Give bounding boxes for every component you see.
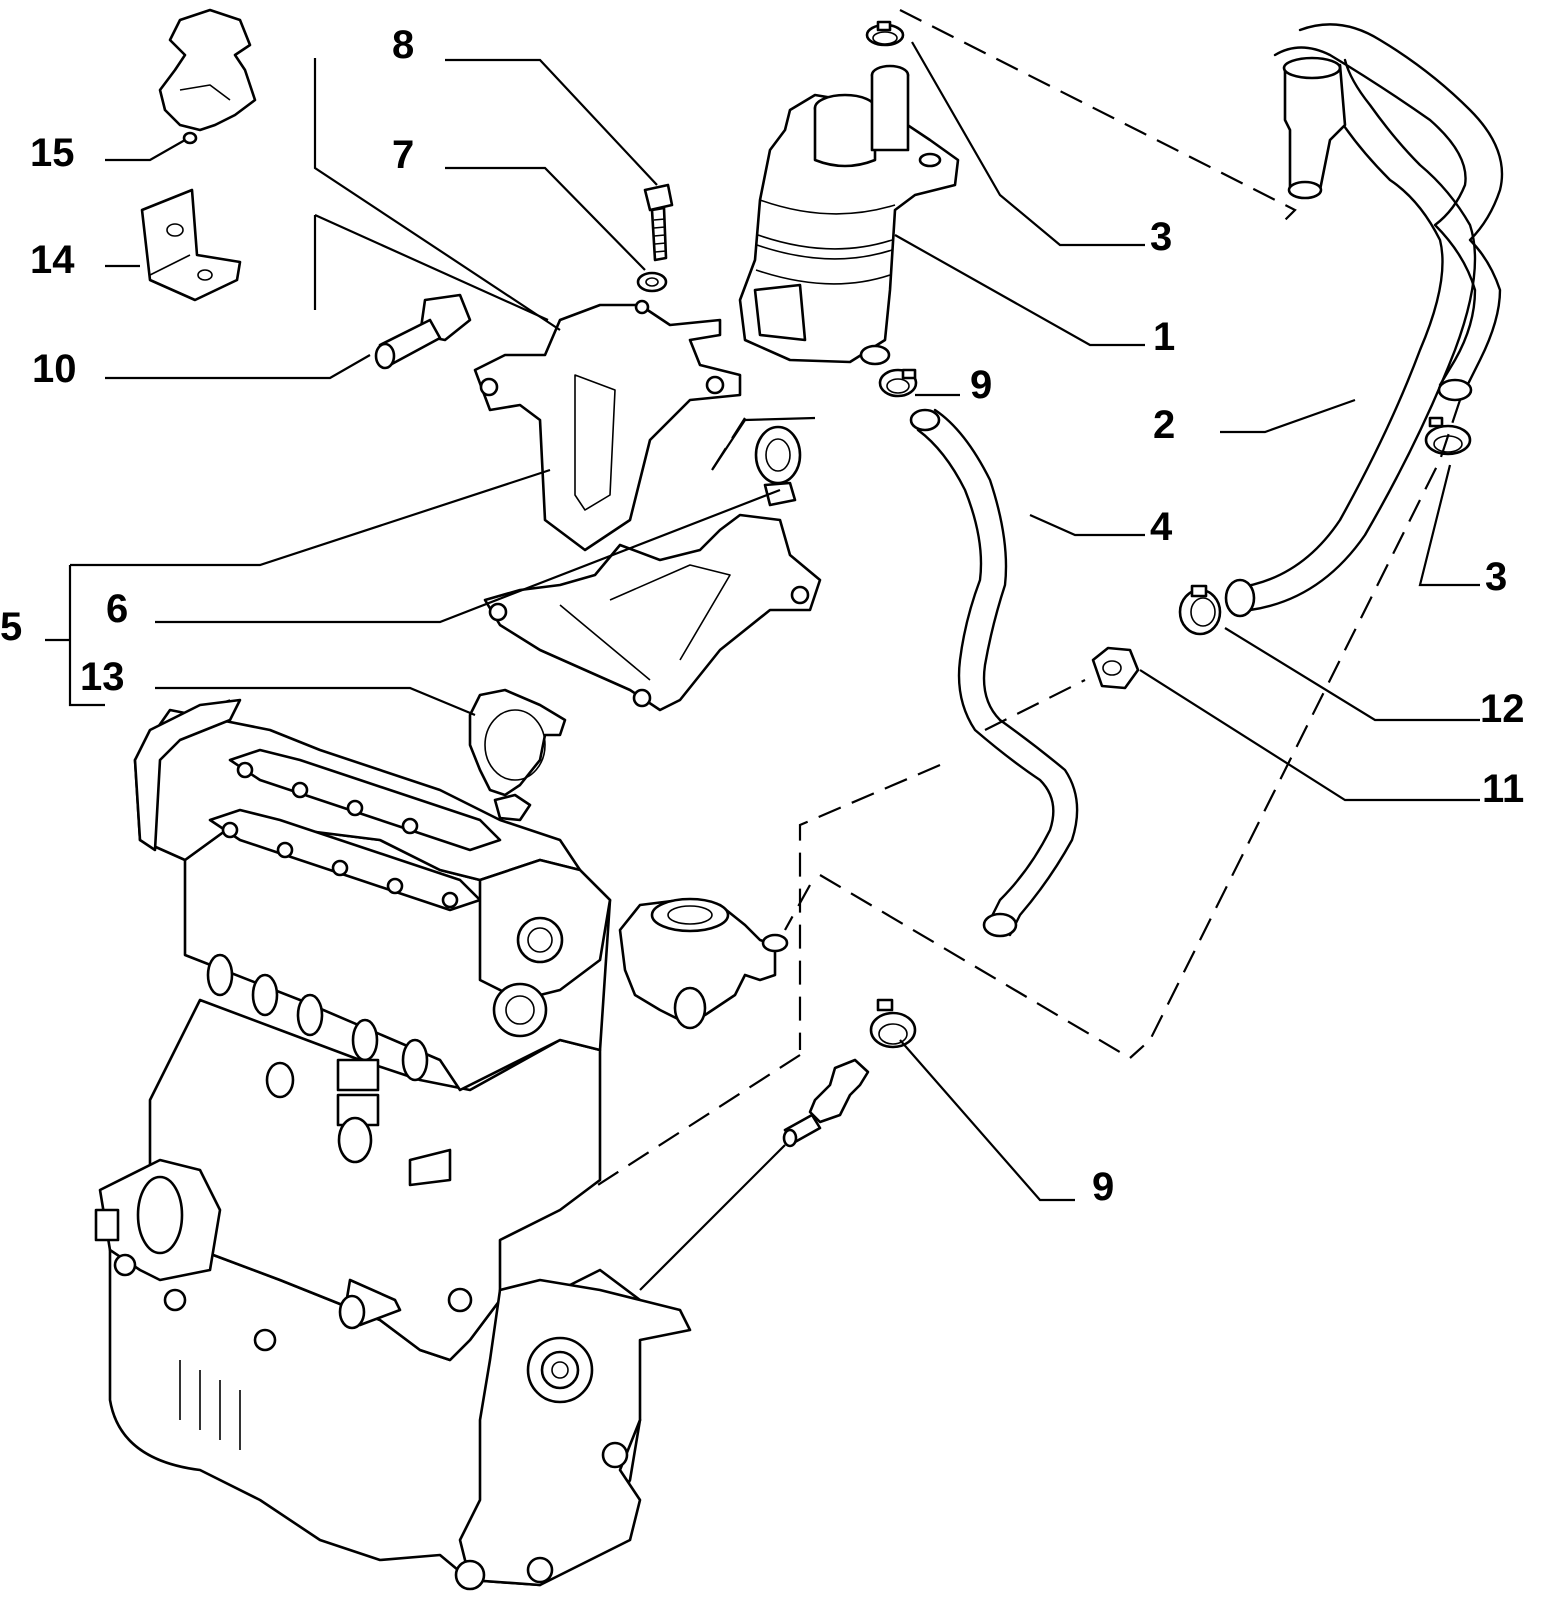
bracket-14 (140, 188, 242, 302)
callout-2: 2 (1153, 403, 1175, 447)
breather-nipple (782, 1058, 870, 1148)
callout-3-top: 3 (1150, 215, 1172, 259)
bolt-8 (643, 183, 674, 262)
callout-15: 15 (30, 131, 75, 175)
hose-2 (1224, 23, 1504, 618)
water-outlet-fitting (618, 897, 789, 1030)
callout-9-top: 9 (970, 363, 992, 407)
callout-6: 6 (106, 587, 128, 631)
clamp-13 (468, 688, 567, 822)
engine-block (94, 698, 692, 1591)
assembly-dashed-lines (589, 9, 1462, 1191)
callout-4: 4 (1150, 505, 1173, 549)
callout-7: 7 (392, 133, 414, 177)
hose-clamp-12 (1178, 584, 1222, 636)
callout-12: 12 (1480, 687, 1525, 731)
hose-clamp-9-top (878, 368, 918, 398)
callout-10: 10 (32, 347, 77, 391)
callout-1: 1 (1153, 315, 1175, 359)
callout-9-bottom: 9 (1092, 1165, 1114, 1209)
banjo-bolt-10 (374, 293, 472, 370)
clamp-6 (754, 425, 802, 507)
callout-5: 5 (0, 605, 22, 649)
callout-8: 8 (392, 23, 414, 67)
oil-separator (738, 64, 960, 366)
callout-14: 14 (30, 238, 75, 282)
leader-lines (45, 41, 1480, 1291)
callout-3-right: 3 (1485, 555, 1507, 599)
hose-clamp-3-top (865, 20, 905, 47)
bracket-upper (473, 299, 742, 552)
callout-labels: 8 7 15 14 10 5 6 13 3 1 9 2 4 3 12 11 9 (0, 23, 1525, 1209)
hose-clamp-9-bottom (869, 998, 917, 1049)
washer-7 (636, 271, 668, 293)
bracket-lower (483, 513, 822, 712)
hose-4 (909, 408, 1079, 938)
plug-11 (1091, 646, 1140, 690)
clip-15 (158, 8, 257, 145)
callout-11: 11 (1482, 767, 1524, 811)
callout-13: 13 (80, 655, 125, 699)
